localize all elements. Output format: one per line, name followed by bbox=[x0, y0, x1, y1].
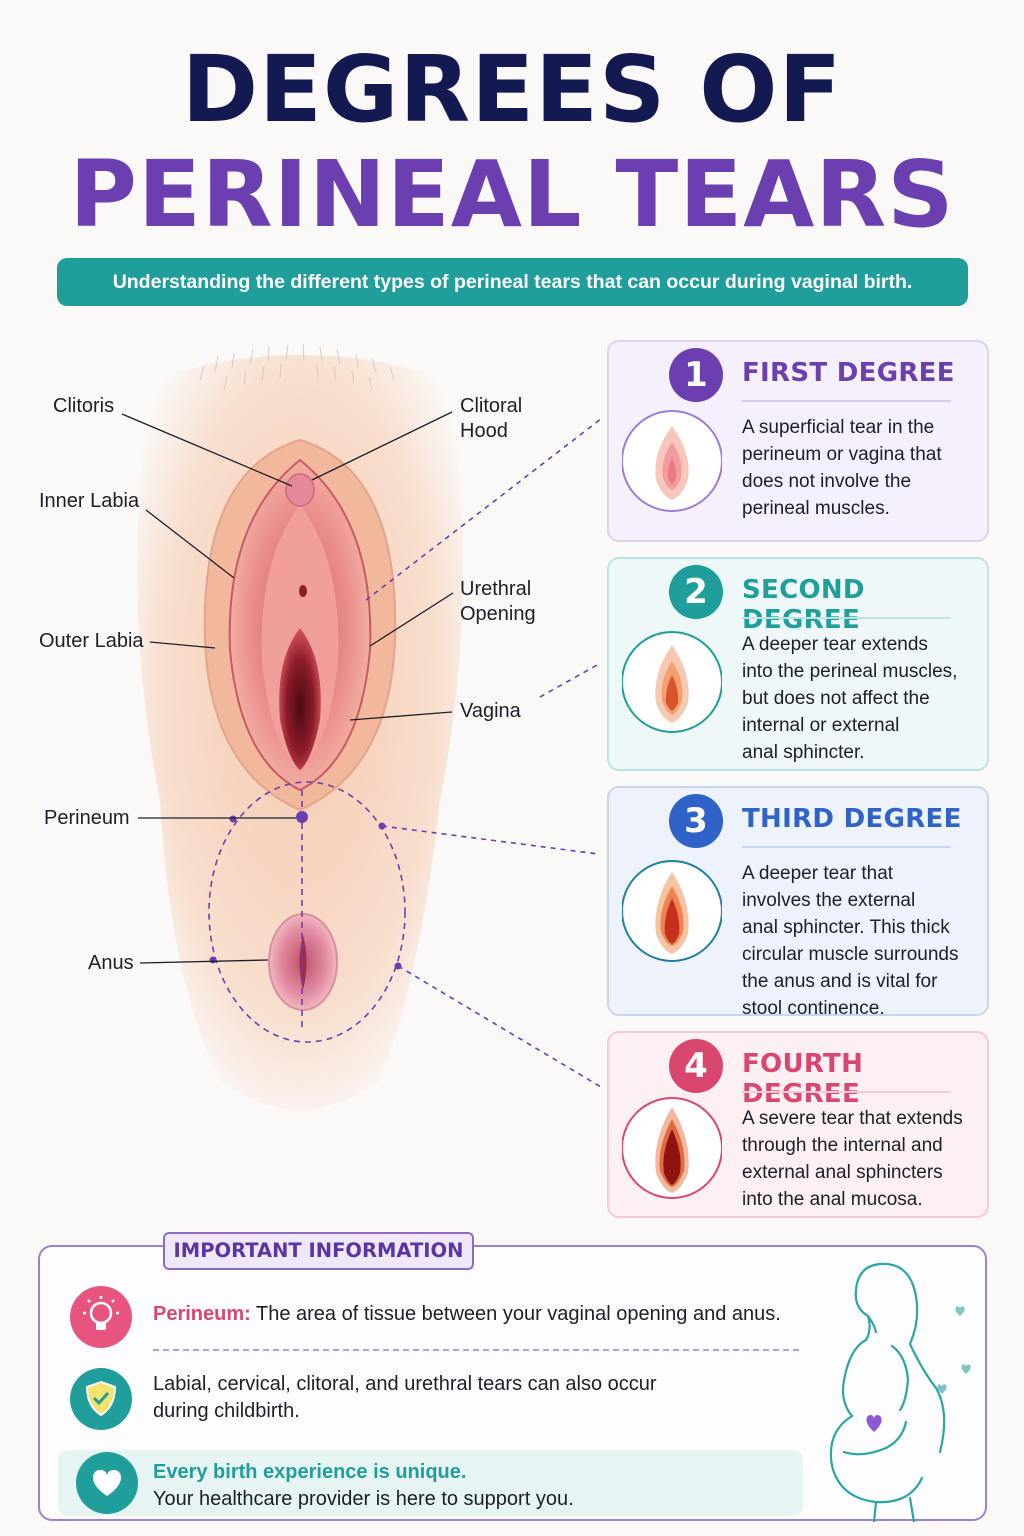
label-outer-labia: Outer Labia bbox=[39, 630, 144, 652]
urethral-opening-shape bbox=[299, 585, 307, 597]
third-degree-thumbnail bbox=[622, 860, 722, 962]
label-perineum: Perineum bbox=[44, 807, 130, 829]
label-inner-labia: Inner Labia bbox=[39, 490, 140, 512]
unique-title: Every birth experience is unique. bbox=[153, 1461, 467, 1483]
heart-icon bbox=[76, 1452, 138, 1514]
label-clitoris: Clitoris bbox=[53, 395, 115, 417]
card-first-degree: 1 FIRST DEGREE A superficial tear in the… bbox=[607, 340, 989, 542]
degree-title: FOURTH DEGREE bbox=[742, 1049, 864, 1109]
fourth-degree-thumbnail bbox=[622, 1097, 722, 1199]
unique-experience-box bbox=[58, 1450, 803, 1516]
subtitle-banner: Understanding the different types of per… bbox=[57, 258, 968, 306]
degree-number-badge: 1 bbox=[669, 348, 723, 402]
degree-title: THIRD DEGREE bbox=[742, 804, 962, 834]
degree-number-badge: 4 bbox=[669, 1039, 723, 1093]
anatomy-illustration bbox=[121, 343, 600, 1110]
title-line-2: PERINEAL TEARS bbox=[69, 141, 955, 248]
pregnant-woman-illustration bbox=[829, 1262, 971, 1522]
degree-title: SECOND DEGREE bbox=[742, 575, 865, 635]
lightbulb-icon bbox=[70, 1286, 132, 1348]
degree-number-badge: 3 bbox=[669, 794, 723, 848]
shield-check-icon bbox=[70, 1368, 132, 1430]
perineum-definition: Perineum: The area of tissue between you… bbox=[153, 1303, 781, 1325]
other-tears-note: Labial, cervical, clitoral, and urethral… bbox=[153, 1373, 657, 1422]
label-vagina: Vagina bbox=[460, 700, 521, 722]
perineum-dashed-outline bbox=[208, 781, 406, 1043]
clitoris-shape bbox=[285, 473, 315, 507]
first-degree-thumbnail bbox=[622, 410, 722, 512]
divider bbox=[153, 1349, 799, 1351]
degree-number-badge: 2 bbox=[669, 565, 723, 619]
pubic-hair bbox=[199, 343, 395, 391]
label-anus: Anus bbox=[88, 952, 134, 974]
unique-text: Your healthcare provider is here to supp… bbox=[153, 1488, 574, 1510]
vagina-shape bbox=[279, 628, 321, 770]
important-info-heading: IMPORTANT INFORMATION bbox=[163, 1232, 474, 1270]
degree-title: FIRST DEGREE bbox=[742, 358, 955, 388]
card-fourth-degree: 4 FOURTH DEGREE A severe tear that exten… bbox=[607, 1031, 989, 1218]
title-line-1: DEGREES OF bbox=[181, 36, 843, 143]
second-degree-thumbnail bbox=[622, 631, 722, 733]
